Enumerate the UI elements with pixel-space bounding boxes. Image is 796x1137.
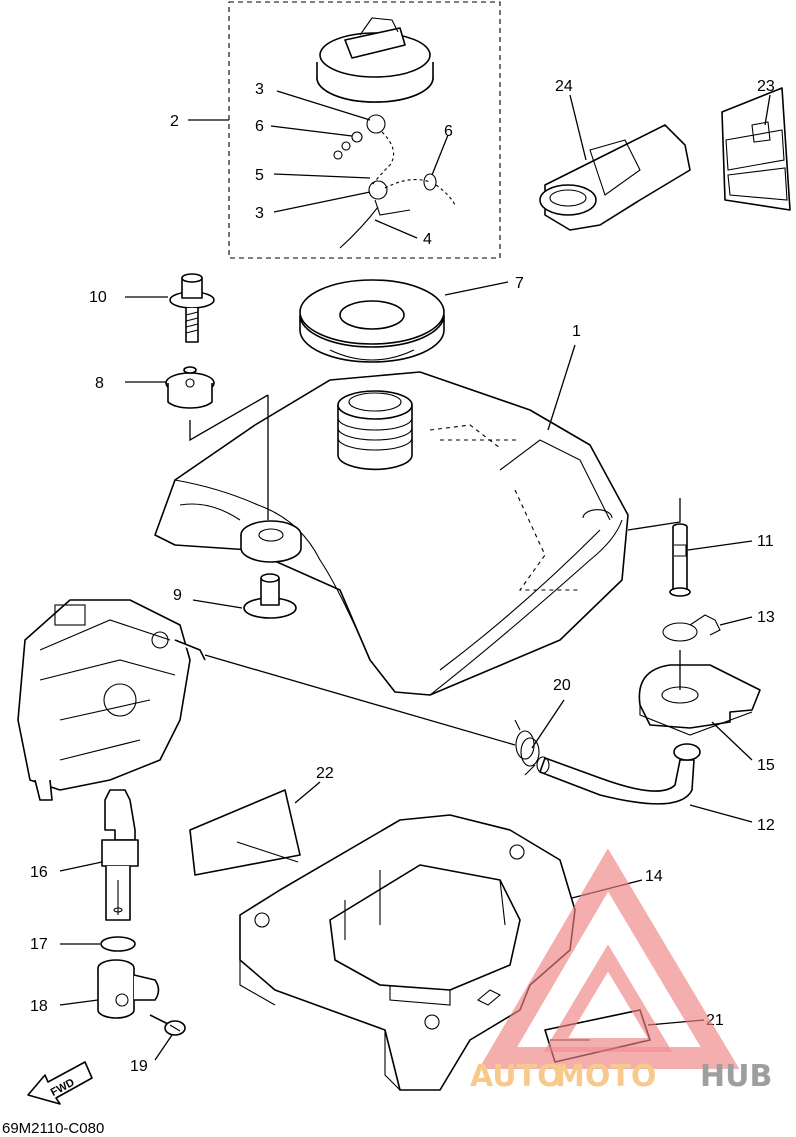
cap-assembly-group-box [228,1,501,259]
bag-24 [539,124,691,231]
callout-19: 19 [130,1058,148,1075]
bolt [169,273,215,343]
callout-labels: 1 2 3 6 6 5 3 4 7 10 8 9 11 13 20 15 22 … [30,78,775,1075]
fuel-cap [316,17,434,103]
callout-6b: 6 [444,123,453,140]
callout-12: 12 [757,817,775,834]
damper [165,366,215,409]
filler-neck-grommet [299,279,445,363]
watermark-text-auto: AUTO [470,1059,563,1094]
callout-3a: 3 [255,81,264,98]
cock-holder [97,959,160,1019]
clip-20 [514,719,540,776]
callout-15: 15 [757,757,775,774]
tank-bracket [239,814,576,1091]
callout-18: 18 [30,998,48,1015]
callout-14: 14 [645,868,663,885]
callout-10: 10 [89,289,107,306]
fuel-tank [154,371,629,696]
diagram-code: 69M2110-C080 [2,1120,104,1137]
plate [638,664,761,736]
callout-7: 7 [515,275,524,292]
collar [243,573,297,619]
callout-17: 17 [30,936,48,953]
callout-20: 20 [553,677,571,694]
carburetor [17,599,206,801]
callout-23: 23 [757,78,775,95]
callout-5: 5 [255,167,264,184]
watermark: AUTO MOTO HUB [470,848,772,1094]
callout-11: 11 [757,533,774,550]
callout-2: 2 [170,113,179,130]
callout-4: 4 [423,231,432,248]
callout-22: 22 [316,765,334,782]
caution-label-22 [189,789,301,876]
pin [669,523,691,597]
cap-chain [333,114,456,249]
o-ring [100,936,136,952]
callout-16: 16 [30,864,48,881]
callout-24: 24 [555,78,573,95]
callout-1: 1 [572,323,581,340]
fuel-hose [536,743,701,805]
clip-13 [662,614,721,642]
callout-13: 13 [757,609,775,626]
label-23 [721,87,791,211]
watermark-text-moto: MOTO [555,1059,656,1094]
fuel-cock [101,789,139,921]
watermark-logo-icon [478,848,740,1069]
fwd-arrow: FWD [27,1061,93,1105]
callout-9: 9 [173,587,182,604]
watermark-text-hub: HUB [700,1059,772,1094]
callout-3b: 3 [255,205,264,222]
screw [149,1014,186,1036]
callout-6a: 6 [255,118,264,135]
leader-lines [59,90,771,1061]
callout-8: 8 [95,375,104,392]
